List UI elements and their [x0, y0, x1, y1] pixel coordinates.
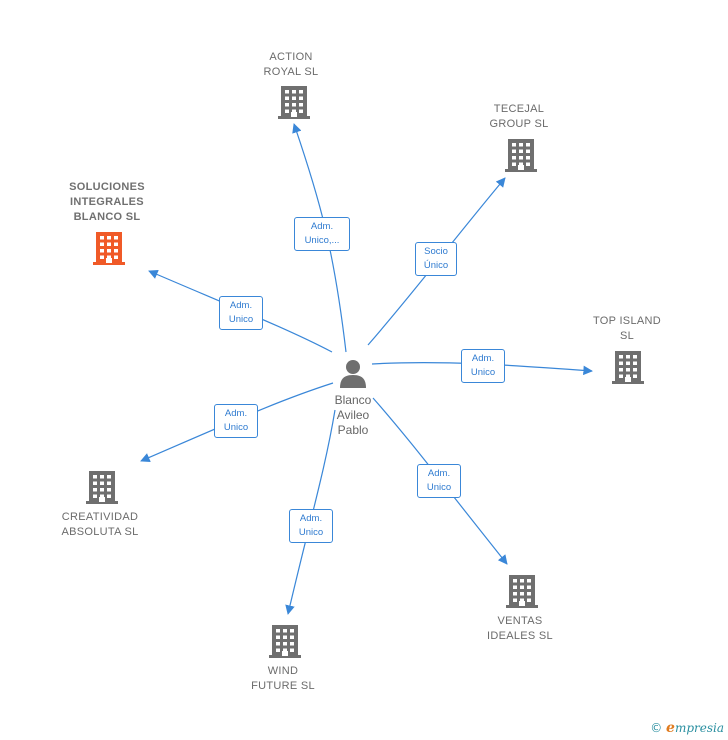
company-name-tecejal[interactable]: TECEJAL GROUP SL	[489, 103, 549, 130]
company-name-ventas[interactable]: VENTAS IDEALES SL	[487, 615, 553, 642]
company-name-wind[interactable]: WIND FUTURE SL	[251, 665, 315, 692]
person-icon[interactable]	[338, 358, 368, 393]
company-name-action-royal[interactable]: ACTION ROYAL SL	[263, 51, 319, 78]
company-name-top-island[interactable]: TOP ISLAND SL	[592, 315, 661, 342]
brand-logo-text: mpresia	[674, 721, 724, 735]
relation-label-wind[interactable]: Adm. Unico	[289, 509, 333, 543]
building-icon[interactable]	[92, 230, 126, 271]
relation-label-soluciones[interactable]: Adm. Unico	[219, 296, 263, 330]
edge-wind	[285, 409, 336, 615]
copyright-icon: ©	[650, 721, 663, 735]
building-icon[interactable]	[611, 349, 645, 390]
brand-footer: © empresia	[650, 720, 724, 736]
relation-label-tecejal[interactable]: Socio Único	[415, 242, 457, 276]
building-icon[interactable]	[505, 573, 539, 614]
building-icon[interactable]	[277, 84, 311, 125]
relation-label-creatividad[interactable]: Adm. Unico	[214, 404, 258, 438]
relation-label-top-island[interactable]: Adm. Unico	[461, 349, 505, 383]
building-icon[interactable]	[504, 137, 538, 178]
building-icon[interactable]	[85, 469, 119, 510]
company-name-soluciones[interactable]: SOLUCIONES INTEGRALES BLANCO SL	[69, 181, 145, 223]
person-name[interactable]: Blanco Avileo Pablo	[334, 393, 372, 437]
relation-label-action-royal[interactable]: Adm. Unico,...	[294, 217, 350, 251]
company-name-creatividad[interactable]: CREATIVIDAD ABSOLUTA SL	[61, 511, 139, 538]
brand-logo-initial: e	[666, 720, 675, 736]
building-icon[interactable]	[268, 623, 302, 664]
relation-label-ventas[interactable]: Adm. Unico	[417, 464, 461, 498]
